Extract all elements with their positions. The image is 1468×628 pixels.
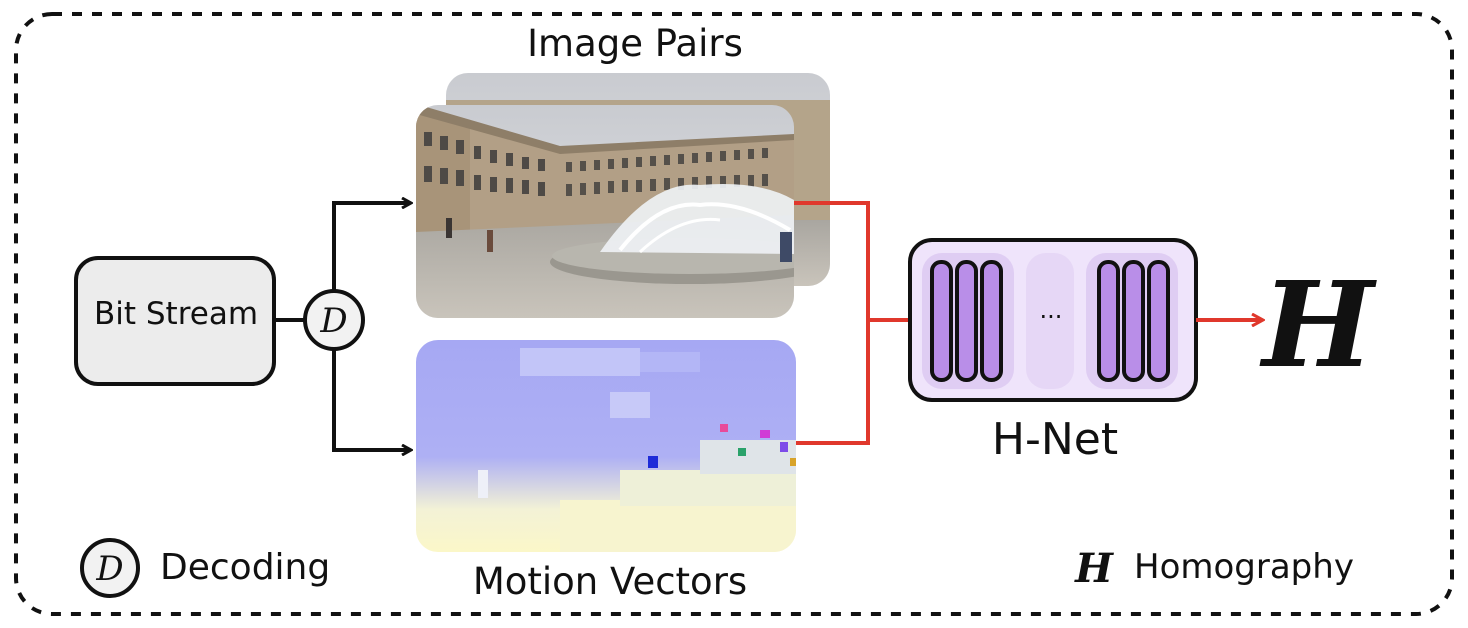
hnet-layer-bar bbox=[1122, 260, 1145, 382]
motion-vectors-map bbox=[416, 340, 796, 552]
hnet-layer-bar bbox=[930, 260, 953, 382]
branch-to-image-pairs bbox=[332, 203, 410, 291]
image-pairs-to-hnet-line bbox=[794, 201, 870, 445]
hnet-ellipsis: ... bbox=[1039, 296, 1063, 324]
legend-decoding-label: Decoding bbox=[160, 547, 331, 588]
branch-to-motion-vectors bbox=[332, 349, 410, 450]
hnet-block-middle bbox=[1026, 253, 1074, 389]
motion-vectors-label: Motion Vectors bbox=[472, 560, 748, 603]
legend-decoder-glyph: D bbox=[95, 549, 123, 589]
legend-homography-glyph: H bbox=[1074, 545, 1114, 592]
outer-dashed-frame bbox=[14, 12, 1454, 616]
legend-decoder-symbol bbox=[80, 538, 140, 598]
bit-stream-label: Bit Stream bbox=[93, 296, 259, 332]
image-pairs-label: Image Pairs bbox=[527, 22, 743, 65]
hnet-layer-bar bbox=[1097, 260, 1120, 382]
hnet-layer-bar bbox=[980, 260, 1003, 382]
hnet-layer-bar bbox=[955, 260, 978, 382]
decoder-symbol: D bbox=[319, 301, 347, 341]
hnet-label: H-Net bbox=[991, 414, 1119, 465]
legend-homography-label: Homography bbox=[1134, 547, 1354, 587]
output-homography-symbol: H bbox=[1259, 255, 1377, 394]
image-pair-front-frame bbox=[416, 105, 794, 318]
hnet-layer-bar bbox=[1147, 260, 1170, 382]
